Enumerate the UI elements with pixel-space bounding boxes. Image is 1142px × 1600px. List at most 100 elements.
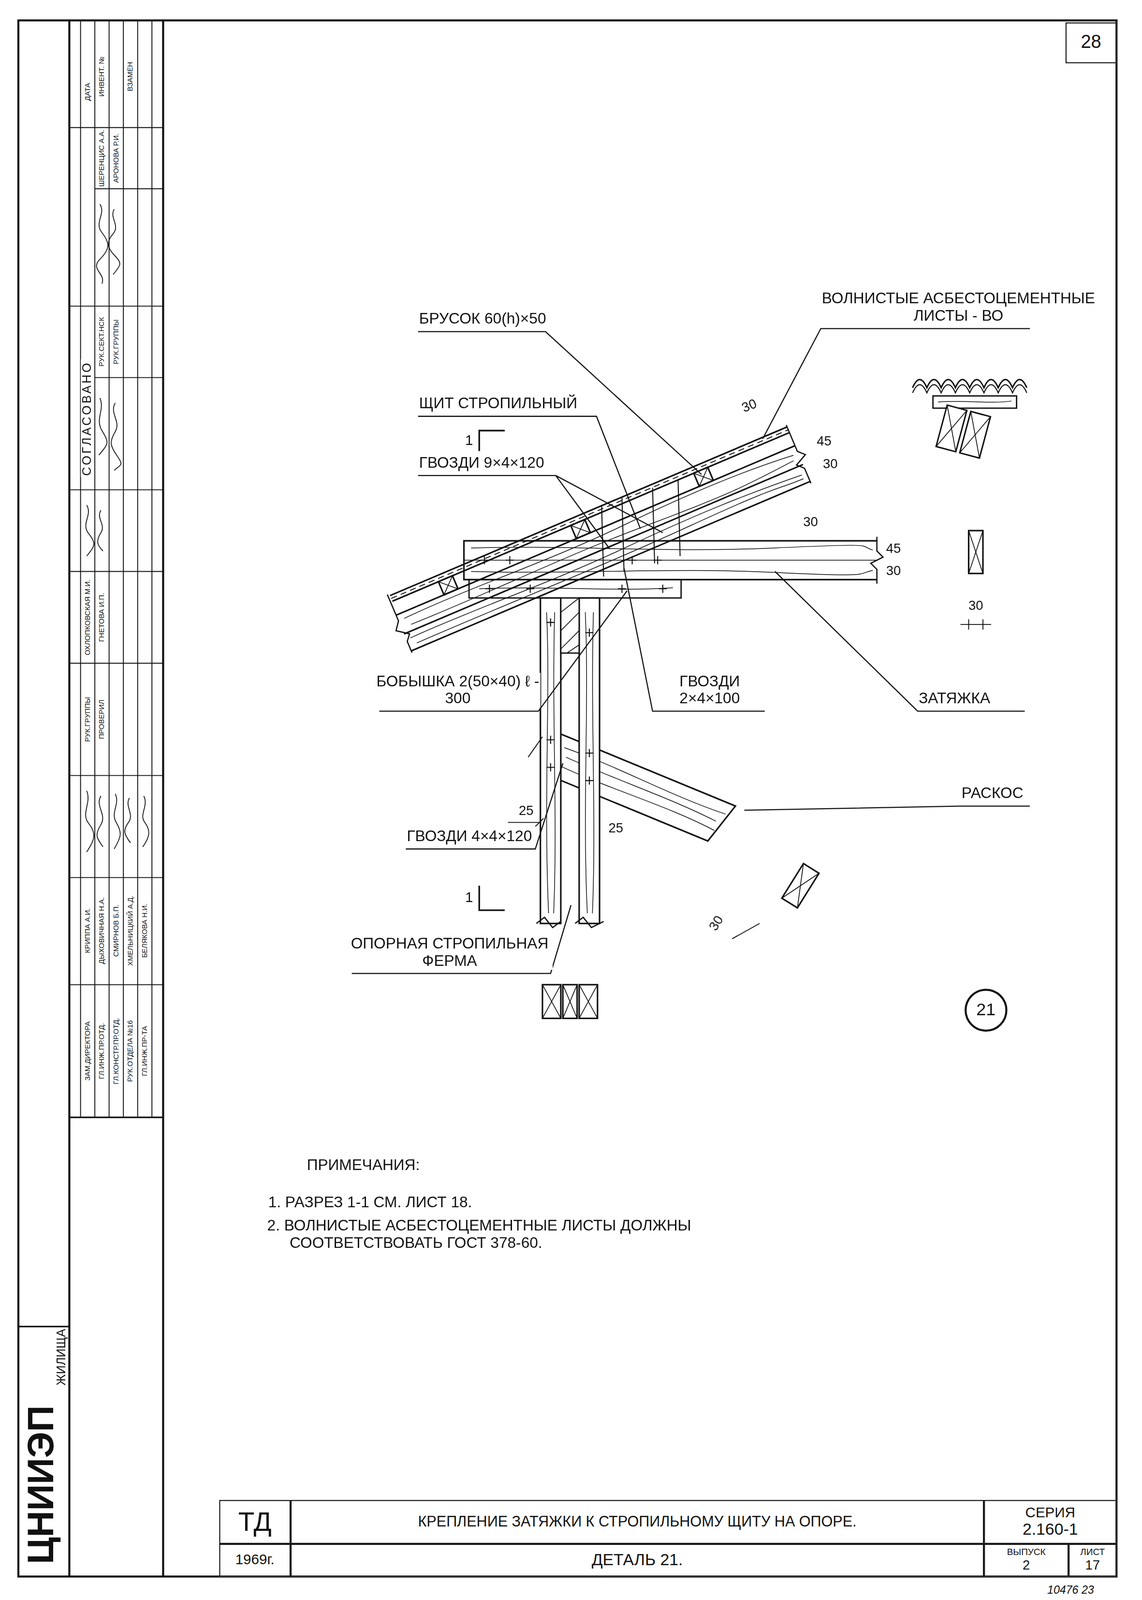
- part-label: РАСКОС: [960, 784, 1025, 802]
- rafter-panel: [391, 429, 789, 599]
- dimension-line: [960, 619, 992, 630]
- callout-number: 21: [976, 1000, 996, 1020]
- rafter-panel: [401, 451, 804, 645]
- title-block-text: 1969г.: [235, 1551, 275, 1567]
- sheet-detail-inset: [912, 384, 1027, 393]
- title-block-cell: 1969г.: [219, 1543, 291, 1577]
- dimension: 30: [705, 911, 728, 935]
- part-label: ЗАТЯЖКА: [917, 689, 992, 707]
- leader-line: [418, 331, 702, 475]
- stamp-text: ХМЕЛЬНИЦКИЙ А.Д.: [126, 893, 135, 967]
- part-label: ВОЛНИСТЫЕ АСБЕСТОЦЕМЕНТНЫЕ ЛИСТЫ - ВО: [805, 290, 1112, 325]
- stamp-text: ПРОВЕРИЛ: [98, 698, 107, 740]
- signature: [108, 208, 120, 275]
- title-block-text: ВЫПУСК: [1007, 1547, 1046, 1558]
- stamp-heading: СОГЛАСОВАНО: [80, 359, 95, 477]
- spacer-block: [468, 579, 682, 598]
- leader-line: [775, 571, 1025, 711]
- section-symbol: [542, 530, 983, 1018]
- stamp-text: КРИППА А.И.: [83, 906, 92, 954]
- section-mark: [479, 430, 505, 451]
- tie-beam: [464, 540, 878, 580]
- leader-line: [744, 805, 1031, 810]
- tie-beam: [464, 536, 884, 584]
- dimension-line: [732, 922, 760, 939]
- signature: [99, 397, 108, 455]
- approval-stamp-grid: [18, 1116, 163, 1326]
- stamp-text: ШЕРЕНЦИС А.А.: [98, 128, 107, 188]
- truss-post: [540, 597, 561, 923]
- signature: [114, 793, 121, 849]
- note: 2. ВОЛНИСТЫЕ АСБЕСТОЦЕМЕНТНЫЕ ЛИСТЫ ДОЛЖ…: [267, 1216, 777, 1252]
- rafter-panel: [780, 422, 817, 486]
- part-label: ЩИТ СТРОПИЛЬНЫЙ: [418, 395, 579, 412]
- note: 1. РАЗРЕЗ 1-1 СМ. ЛИСТ 18.: [267, 1193, 474, 1211]
- part-label: ГВОЗДИ 2×4×100: [652, 672, 767, 707]
- sheet-detail-inset: [936, 405, 991, 459]
- signature: [85, 790, 94, 852]
- title-block-text: ЛИСТ: [1080, 1547, 1105, 1558]
- dimension: 25: [517, 803, 535, 819]
- truss-post: [536, 917, 604, 928]
- stamp-text: АРОНОВА Р.И.: [112, 132, 121, 184]
- part-label: ГВОЗДИ 4×4×120: [405, 827, 533, 845]
- title-block-cell: КРЕПЛЕНИЕ ЗАТЯЖКИ К СТРОПИЛЬНОМУ ЩИТУ НА…: [290, 1499, 984, 1544]
- institute-name: ЖИЛИЩА: [55, 1327, 68, 1386]
- dimension: 45: [885, 541, 903, 557]
- sheet-detail-inset: [933, 395, 1017, 409]
- stamp-text: РУК.СЕКТ.НСК: [98, 316, 107, 368]
- dimension-line: [507, 818, 544, 827]
- callout-circle-outline: [965, 989, 1007, 1030]
- dimension: 45: [815, 434, 833, 450]
- dimension: 30: [821, 456, 839, 472]
- drawing-frame: [18, 20, 1117, 1576]
- sheet-detail-inset: [936, 405, 991, 459]
- dimension: 30: [885, 563, 903, 579]
- approval-stamp-grid: [80, 20, 153, 1117]
- signature: [142, 795, 149, 847]
- leader-line: [762, 328, 1030, 439]
- drawing-frame: [18, 20, 1117, 1576]
- rafter-panel: [381, 592, 417, 655]
- approval-stamp-grid: [69, 127, 163, 985]
- drawing-frame: [68, 20, 71, 1576]
- stamp-text: РУК.ГРУППЫ: [112, 318, 121, 366]
- dimension: 25: [607, 820, 625, 836]
- stamp-text: ОХЛОПКОВСКАЯ М.И.: [83, 578, 92, 657]
- section-mark: [479, 885, 505, 910]
- notes-heading: ПРИМЕЧАНИЯ:: [306, 1156, 422, 1174]
- dimension: 30: [967, 598, 985, 614]
- section-mark: 1: [464, 432, 475, 449]
- sheet-detail-inset: [912, 379, 1027, 388]
- section-symbol: [542, 984, 598, 1019]
- detail-name: ДЕТАЛЬ 21.: [591, 1550, 684, 1569]
- stamp-text: ГЛ.КОНСТР.ПР.ОТД.: [112, 1016, 121, 1085]
- signature: [96, 795, 103, 847]
- signature: [111, 402, 121, 470]
- title-block-text: 17: [1084, 1557, 1100, 1572]
- bracing-member: [542, 732, 736, 846]
- nail-marks: [485, 584, 667, 593]
- title-block-text: СЕРИЯ: [1025, 1504, 1076, 1521]
- title-block-cell: ЛИСТ17: [1068, 1543, 1117, 1577]
- signature: [97, 510, 103, 551]
- title-block-cell: СЕРИЯ2.160-1: [983, 1499, 1117, 1544]
- section-symbol: [781, 863, 820, 908]
- leader-line: [405, 762, 563, 849]
- institute-name: ЦНИИЭП: [22, 1403, 59, 1565]
- stamp-text: ВЗАМЕН: [126, 60, 135, 93]
- drawing-frame: [161, 20, 164, 1576]
- sheet-number: 28: [1080, 32, 1101, 54]
- part-label: ОПОРНАЯ СТРОПИЛЬНАЯ ФЕРМА: [346, 934, 553, 969]
- rafter-panel: [395, 445, 810, 651]
- stamp-text: РУК.ГРУППЫ: [83, 695, 92, 743]
- approval-stamp-grid: [18, 20, 163, 1326]
- truss-post: [546, 612, 594, 913]
- tie-beam: [470, 544, 873, 575]
- dimension-line: [527, 736, 543, 757]
- stamp-text: ЗАМ.ДИРЕКТОРА: [83, 1020, 92, 1082]
- section-symbol: [968, 530, 983, 574]
- signature: [85, 204, 149, 852]
- part-label: БРУСОК 60(h)×50: [418, 310, 548, 328]
